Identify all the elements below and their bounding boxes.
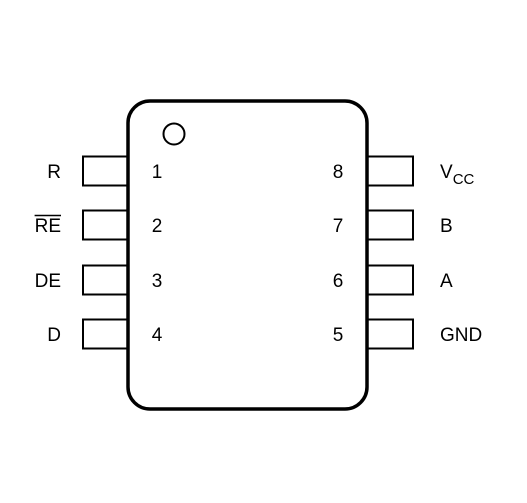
pin-8-label-main: V (440, 162, 453, 183)
pin-1-signal-label: R (47, 162, 61, 183)
pin-4-signal-label: D (47, 325, 61, 346)
pin-5-signal-label: GND (440, 325, 482, 346)
pin-6-lead (366, 264, 414, 296)
pin-8-label-subscript: CC (453, 171, 475, 188)
pin-2-signal-label: RE (35, 216, 61, 237)
pin-7-label-main: B (440, 216, 453, 237)
pin-8-number: 8 (333, 162, 344, 183)
right-pin-group (366, 155, 414, 350)
pin-7-lead (366, 209, 414, 241)
pin1-orientation-dot (162, 122, 186, 146)
left-pin-labels: 1 R 2 RE 3 DE 4 D (34, 162, 163, 346)
pin-1-lead (82, 155, 130, 187)
pin-2-number: 2 (152, 216, 163, 237)
pin-7-signal-label: B (440, 216, 453, 237)
pin-2-lead (82, 209, 130, 241)
pin-1-number: 1 (152, 162, 163, 183)
pin-6-signal-label: A (440, 271, 453, 292)
pin-8-signal-label: VCC (440, 162, 475, 188)
pin-4-lead (82, 318, 130, 350)
pin-4-number: 4 (152, 325, 163, 346)
pin-7-number: 7 (333, 216, 344, 237)
pin-6-label-main: A (440, 271, 453, 292)
pin-3-signal-label: DE (35, 271, 61, 292)
right-pin-labels: 8 VCC 7 B 6 A 5 GND (333, 162, 483, 346)
pin-3-number: 3 (152, 271, 163, 292)
ic-package-body (126, 99, 369, 411)
pin-5-label-main: GND (440, 325, 482, 346)
pin-8-lead (366, 155, 414, 187)
left-pin-group (82, 155, 130, 350)
pin-5-number: 5 (333, 325, 344, 346)
pin-5-lead (366, 318, 414, 350)
pin-3-lead (82, 264, 130, 296)
pin-6-number: 6 (333, 271, 344, 292)
